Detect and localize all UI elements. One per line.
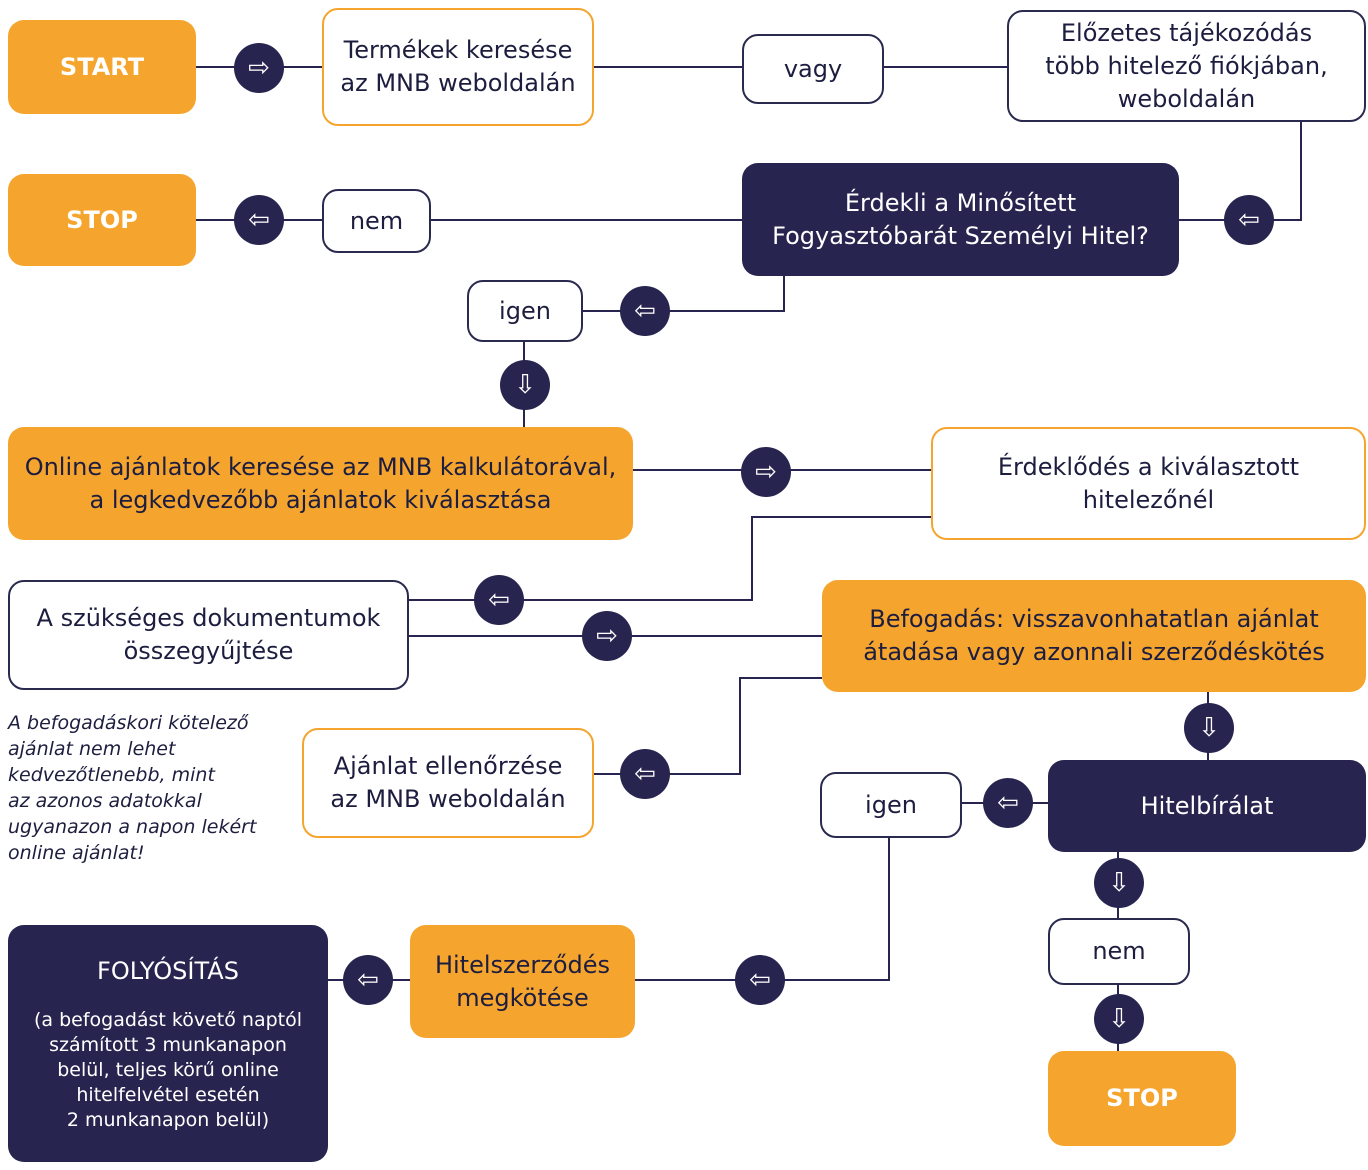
down-arrow-icon: ⇩ [1184,703,1234,753]
left-arrow-icon: ⇦ [735,955,785,1005]
stop-bottom-label: STOP [1106,1084,1178,1112]
left-arrow-icon: ⇦ [620,286,670,336]
or-label: vagy [783,54,843,83]
start-label: START [59,52,145,81]
inquiry-line-2: hitelezőnél [1082,485,1215,514]
search-mnb-line-1: Termékek keresése [343,36,573,64]
left-arrow-icon: ⇦ [474,575,524,625]
acceptance-line-2: átadása vagy azonnali szerződéskötés [863,638,1325,666]
stop-bottom-node: STOP [1048,1051,1236,1146]
note-line-1: A befogadáskori kötelező [8,712,249,734]
online-line-2: a legkedvezőbb ajánlatok kiválasztása [89,485,552,514]
yes-top-node: igen [467,280,583,342]
documents-line-2: összegyűjtése [123,637,294,665]
prelim-node: Előzetes tájékozódás több hitelező fiókj… [1007,10,1366,122]
prelim-line-2: több hitelező fiókjában, [1045,51,1328,80]
assessment-node: Hitelbírálat [1048,760,1366,852]
interested-node: Érdekli a Minősített Fogyasztóbarát Szem… [742,163,1179,276]
disbursement-line-5: 2 munkanapon belül) [66,1109,270,1131]
stop-top-label: STOP [66,205,138,234]
down-arrow-icon: ⇩ [1094,858,1144,908]
down-arrow-icon: ⇩ [1094,994,1144,1044]
yes-bottom-label: igen [865,790,917,819]
left-arrow-icon: ⇦ [1224,195,1274,245]
start-node: START [8,20,196,114]
yes-top-label: igen [499,296,551,325]
acceptance-line-1: Befogadás: visszavonhatatlan ajánlat [869,605,1319,633]
stop-top-node: STOP [8,174,196,266]
left-arrow-icon: ⇦ [234,195,284,245]
no-top-node: nem [322,189,431,253]
note-line-4: az azonos adatokkal [8,790,202,812]
right-arrow-icon: ⇨ [234,43,284,93]
online-line-1: Online ajánlatok keresése az MNB kalkulá… [24,452,617,481]
note-line-5: ugyanazon a napon lekért [8,816,257,838]
inquiry-line-1: Érdeklődés a kiválasztott [997,452,1300,481]
disbursement-line-3: belül, teljes körű online [57,1059,279,1081]
interested-line-1: Érdekli a Minősített [844,188,1077,217]
acceptance-node: Befogadás: visszavonhatatlan ajánlat áta… [822,580,1366,692]
disbursement-title: FOLYÓSÍTÁS [97,957,239,985]
note-line-2: ajánlat nem lehet [8,738,176,760]
note-line-6: online ajánlat! [8,842,145,864]
no-top-label: nem [349,206,404,235]
left-arrow-icon: ⇦ [343,955,393,1005]
verify-line-1: Ajánlat ellenőrzése [333,752,563,780]
left-arrow-icon: ⇦ [983,778,1033,828]
down-arrow-icon: ⇩ [500,360,550,410]
assessment-label: Hitelbírálat [1140,791,1274,820]
documents-node: A szükséges dokumentumok összegyűjtése [8,580,409,690]
note-line-3: kedvezőtlenebb, mint [8,764,215,786]
documents-line-1: A szükséges dokumentumok [36,604,381,632]
contract-node: Hitelszerződés megkötése [410,925,635,1038]
contract-line-2: megkötése [456,983,589,1012]
interested-line-2: Fogyasztóbarát Személyi Hitel? [772,221,1149,250]
no-bottom-node: nem [1048,918,1190,985]
right-arrow-icon: ⇨ [582,611,632,661]
right-arrow-icon: ⇨ [741,447,791,497]
prelim-line-3: weboldalán [1117,84,1256,113]
acceptance-note: A befogadáskori kötelező ajánlat nem leh… [8,710,288,866]
disbursement-line-4: hitelfelvétel esetén [76,1084,260,1106]
yes-bottom-node: igen [820,772,962,838]
verify-line-2: az MNB weboldalán [330,785,566,813]
prelim-line-1: Előzetes tájékozódás [1060,18,1313,47]
inquiry-node: Érdeklődés a kiválasztott hitelezőnél [931,427,1366,540]
search-mnb-node: Termékek keresése az MNB weboldalán [322,8,594,126]
contract-line-1: Hitelszerződés [434,950,611,979]
online-search-node: Online ajánlatok keresése az MNB kalkulá… [8,427,633,540]
disbursement-line-2: számított 3 munkanapon [49,1034,287,1056]
disbursement-node: FOLYÓSÍTÁS (a befogadást követő naptól s… [8,925,328,1162]
or-node: vagy [742,34,884,104]
no-bottom-label: nem [1092,937,1146,965]
verify-node: Ajánlat ellenőrzése az MNB weboldalán [302,728,594,838]
search-mnb-line-2: az MNB weboldalán [340,69,576,97]
left-arrow-icon: ⇦ [620,749,670,799]
disbursement-line-1: (a befogadást követő naptól [33,1009,303,1031]
